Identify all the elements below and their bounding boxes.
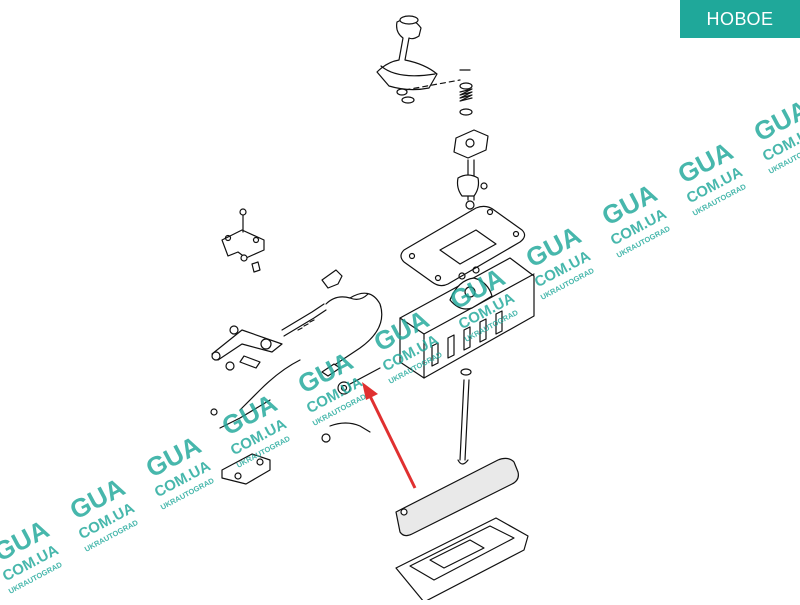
knob-washer — [401, 96, 415, 104]
selector-rod — [457, 368, 472, 465]
shifter-housing — [399, 257, 535, 379]
shift-cable — [239, 292, 383, 411]
shift-boot — [395, 457, 519, 537]
knob-clip — [396, 88, 408, 96]
selector-cable — [219, 399, 371, 443]
new-badge: НОВОЕ — [680, 0, 800, 38]
highlight-arrow — [362, 382, 417, 489]
cable-clip — [321, 269, 343, 289]
gear-knob — [376, 15, 438, 91]
spring — [459, 82, 473, 116]
dashed-leader-knob — [404, 79, 461, 91]
cable-end-fitting — [210, 408, 271, 485]
linkage-lever — [211, 325, 283, 371]
cable-bushing — [321, 363, 381, 395]
mounting-bracket — [221, 208, 265, 273]
bottom-frame — [395, 517, 529, 603]
upper-gasket — [400, 205, 526, 287]
shift-lever-assembly — [453, 129, 489, 210]
